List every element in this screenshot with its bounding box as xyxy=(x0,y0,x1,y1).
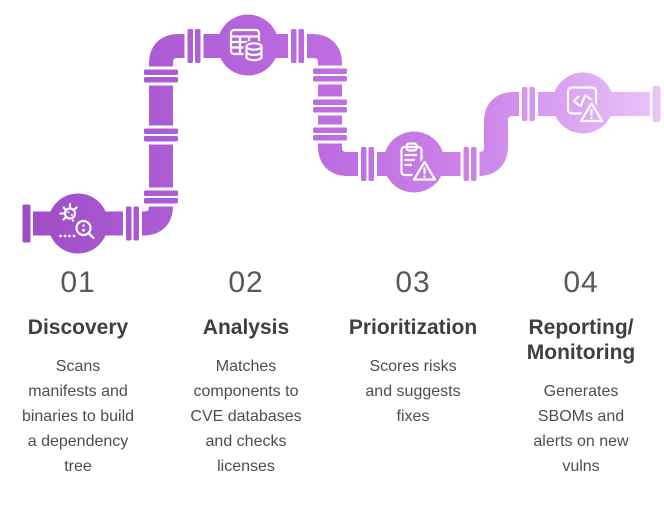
step-title: Analysis xyxy=(202,316,290,339)
step-title: Reporting/ Monitoring xyxy=(526,316,636,364)
step-description: Scans manifests and binaries to build a … xyxy=(21,358,135,475)
step1-node xyxy=(48,193,108,254)
step3-node xyxy=(383,131,445,193)
clipboard-warning-icon xyxy=(400,142,439,183)
step-number: 03 xyxy=(395,266,431,299)
step4-node xyxy=(552,72,614,134)
step-description: Generates SBOMs and alerts on new vulns xyxy=(533,383,629,475)
pipeline-graphic xyxy=(22,14,661,254)
database-table-icon xyxy=(229,28,265,64)
code-warning-icon xyxy=(566,86,606,125)
bug-magnifier-icon xyxy=(59,202,95,240)
step-number: 01 xyxy=(60,266,96,299)
step-column-discovery: 01 Discovery Scans manifests and binarie… xyxy=(0,266,156,479)
step-column-analysis: 02 Analysis Matches components to CVE da… xyxy=(168,266,324,479)
step-number: 04 xyxy=(563,266,599,299)
step-description: Scores risks and suggests fixes xyxy=(365,358,461,425)
step-number: 02 xyxy=(228,266,264,299)
step-title: Prioritization xyxy=(348,316,478,339)
step-title: Discovery xyxy=(27,316,129,339)
pipe-endcap-right xyxy=(652,86,661,122)
pipe-endcap-left xyxy=(22,204,31,243)
step-column-reporting: 04 Reporting/ Monitoring Generates SBOMs… xyxy=(503,266,659,479)
step-description: Matches components to CVE databases and … xyxy=(190,358,302,475)
step2-node xyxy=(217,14,279,76)
pipe-couplings xyxy=(123,29,538,241)
step-column-prioritization: 03 Prioritization Scores risks and sugge… xyxy=(335,266,491,429)
